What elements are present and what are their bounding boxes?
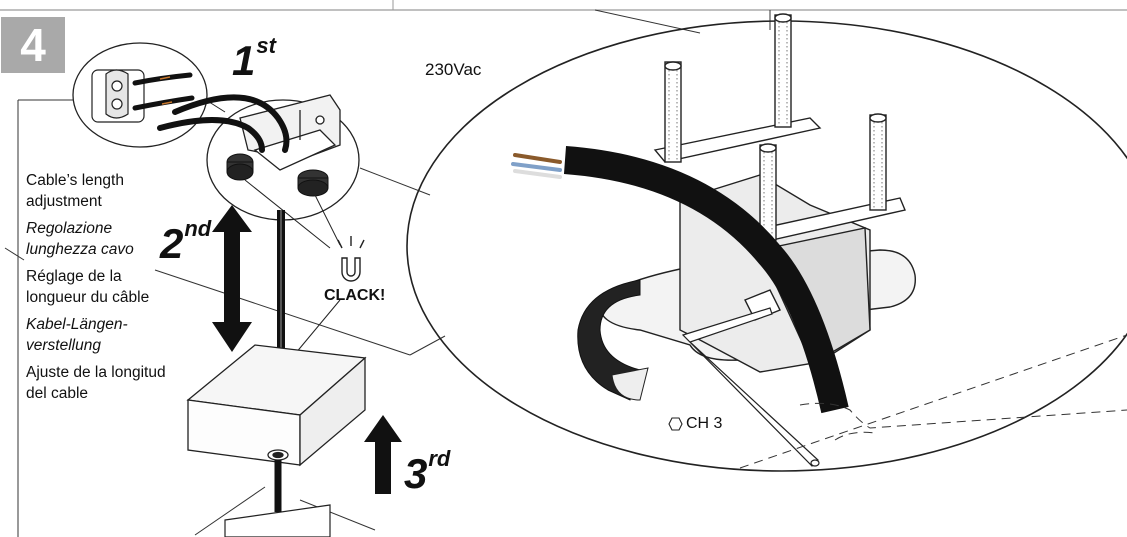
description-en: Cable’s length adjustment [26, 172, 124, 210]
magnet-icon [337, 236, 365, 282]
hex-key-text: CH 3 [686, 415, 723, 432]
hexagon-icon [668, 417, 683, 431]
step-label-second-num: 2 [160, 220, 184, 267]
hex-wrench-icon [681, 307, 820, 467]
description-list: Cable’s length adjustment Regolazione lu… [26, 170, 174, 404]
description-fr: Réglage de la longueur du câble [26, 268, 150, 306]
connector-icon [91, 69, 145, 123]
step-label-third-num: 3 [404, 450, 428, 497]
bracket-drawing [239, 94, 341, 171]
step-label-second: 2nd [160, 218, 211, 265]
magnet-pads [226, 153, 329, 197]
step-label-first-num: 1 [232, 37, 256, 84]
screw-threads [668, 22, 883, 238]
double-arrow [212, 205, 252, 352]
voltage-label: 230Vac [425, 60, 482, 79]
clack-label: CLACK! [324, 287, 386, 304]
description-es: Ajuste de la longitud del cable [26, 364, 166, 402]
rotate-arrow-icon [577, 279, 649, 401]
lamp-box [186, 344, 367, 467]
description-it: Regolazione lunghezza cavo [26, 220, 134, 258]
hex-key-label: CH 3 [667, 415, 722, 433]
step-number-badge: 4 [1, 17, 65, 73]
step-label-first: 1st [232, 35, 276, 82]
step-label-first-suffix: st [256, 33, 276, 58]
zoom-cable [563, 146, 849, 414]
step-label-second-suffix: nd [184, 216, 212, 241]
up-arrow [364, 415, 402, 494]
step-label-third-suffix: rd [428, 446, 451, 471]
step-label-third: 3rd [404, 448, 450, 495]
description-de: Kabel-Längen-verstellung [26, 316, 128, 354]
